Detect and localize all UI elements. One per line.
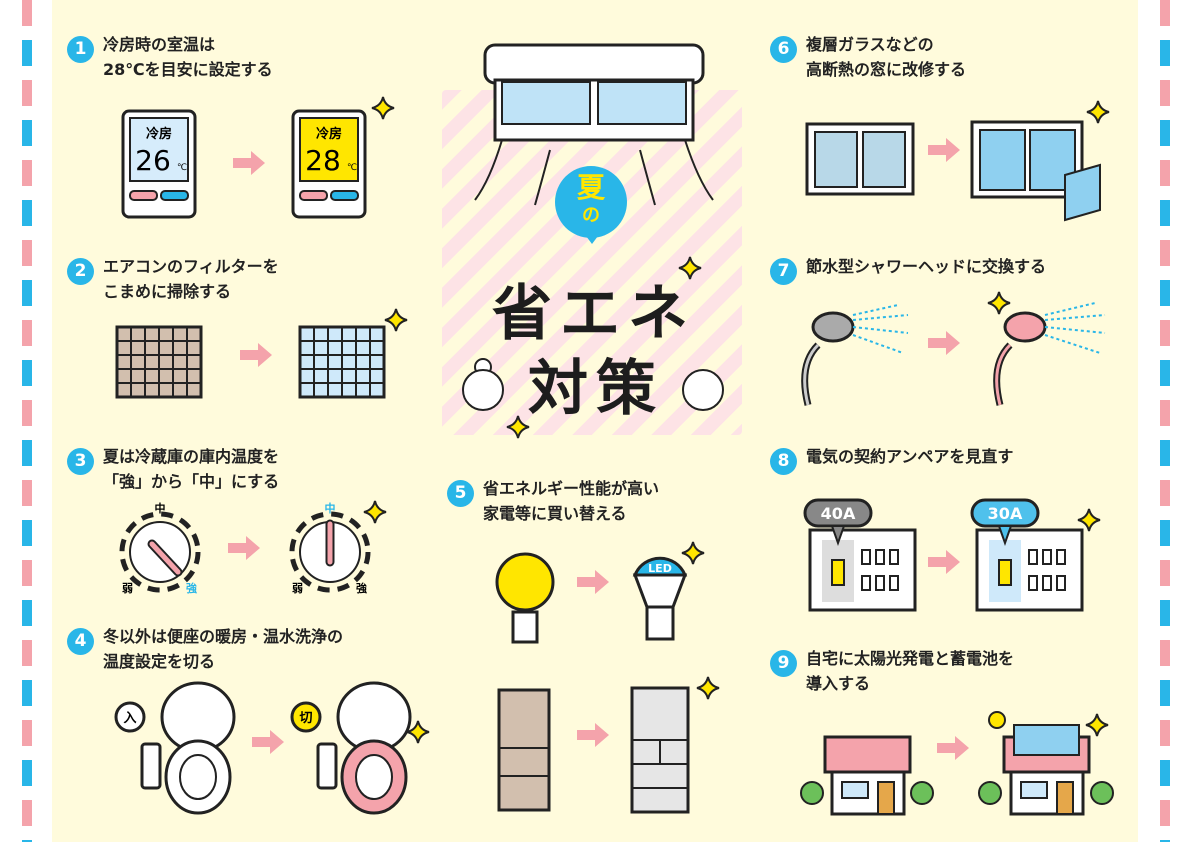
tip-title: 節水型シャワーヘッドに交換する [806,257,1047,276]
led-bulb: LED [632,541,705,641]
tip-title: 電気の契約アンペアを見直す [806,447,1014,466]
tip-title: 高断熱の窓に改修する [806,60,967,79]
arrow-icon [928,138,960,162]
remote-after: 冷房 28 ℃ [291,109,367,219]
title-season: 夏 [576,171,605,204]
remote-temp: 28 [305,144,341,177]
fridge-dial-after: 中 弱 強 [289,500,387,595]
arrow-icon [928,550,960,574]
tip-title: 夏は冷蔵庫の庫内温度を [103,447,280,466]
dial-low-label: 弱 [122,582,133,595]
sparkle-icon [371,96,395,120]
tip-number: 9 [770,650,797,677]
arrow-icon [252,730,284,754]
house-before [800,735,934,816]
tip-title: 省エネルギー性能が高い [483,479,660,498]
woman-face-icon [462,358,504,411]
tip-number: 6 [770,36,797,63]
tip-title: 自宅に太陽光発電と蓄電池を [806,649,1015,668]
season-bubble: 夏の [555,166,627,244]
arrow-icon [577,723,609,747]
tip-title: 温度設定を切る [103,652,216,671]
dial-high-label: 強 [356,581,367,595]
old-shower-head [801,304,909,406]
arrow-icon [233,151,265,175]
man-face-icon [682,369,724,411]
incandescent-bulb [495,552,555,644]
air-conditioner-illustration [474,43,714,206]
sparkle-icon [384,308,408,332]
led-label: LED [648,562,672,575]
title-line1: 省エネ [492,279,696,349]
fridge-dial-before: 中 弱 強 [119,501,201,595]
remote-mode: 冷房 [316,126,342,142]
breaker-panel-after: 30A [970,498,1101,612]
dial-low-label: 弱 [292,582,303,595]
tip-number: 1 [67,36,94,63]
left-border [22,0,32,842]
tip-number: 2 [67,258,94,285]
tip-number: 3 [67,448,94,475]
tip-title: 冷房時の室温は [103,35,216,54]
tip-title: 「強」から「中」にする [103,472,280,491]
toilet-before: 入 [114,681,236,815]
dial-mid-label: 中 [325,501,336,515]
breaker-panel-before: 40A [803,498,917,612]
tip-title: 28℃を目安に設定する [103,60,273,79]
tip-title: 家電等に買い替える [483,504,627,523]
tip-number: 5 [447,480,474,507]
insulated-window [970,100,1110,222]
remote-before: 冷房 26 ℃ [121,109,197,219]
remote-unit: ℃ [347,163,357,173]
title-particle: の [582,205,600,226]
new-fridge [630,676,720,814]
dial-mid-label: 中 [155,501,166,515]
water-saving-shower-head [987,291,1106,406]
remote-temp: 26 [135,144,171,177]
tip-title: エアコンのフィルターを [103,257,279,276]
arrow-icon [937,736,969,760]
arrow-icon [228,536,260,560]
old-fridge [497,688,551,812]
toilet-after: 切 [290,681,430,815]
tip-title: 冬以外は便座の暖房・温水洗浄の [103,627,344,646]
ampere-before: 40A [821,504,856,523]
right-border [1160,0,1170,842]
tip-number: 8 [770,448,797,475]
arrow-icon [240,343,272,367]
arrow-icon [928,331,960,355]
tip-title: 導入する [806,674,871,693]
on-label: 入 [123,711,136,726]
tip-number: 7 [770,258,797,285]
remote-unit: ℃ [177,163,187,173]
clean-filter [298,325,386,399]
solar-house-after [978,711,1114,816]
dial-high-label: 強 [186,581,197,595]
tip-title: こまめに掃除する [103,282,232,301]
remote-mode: 冷房 [146,126,172,142]
off-label: 切 [299,711,312,726]
arrow-icon [577,570,609,594]
tip-title: 複層ガラスなどの [806,35,934,54]
ampere-after: 30A [988,504,1023,523]
title-line2: 対策 [528,354,664,424]
tip-number: 4 [67,628,94,655]
sparkle-icon [678,256,702,280]
old-window [805,122,915,196]
dirty-filter [115,325,203,399]
sparkle-icon [506,415,530,439]
